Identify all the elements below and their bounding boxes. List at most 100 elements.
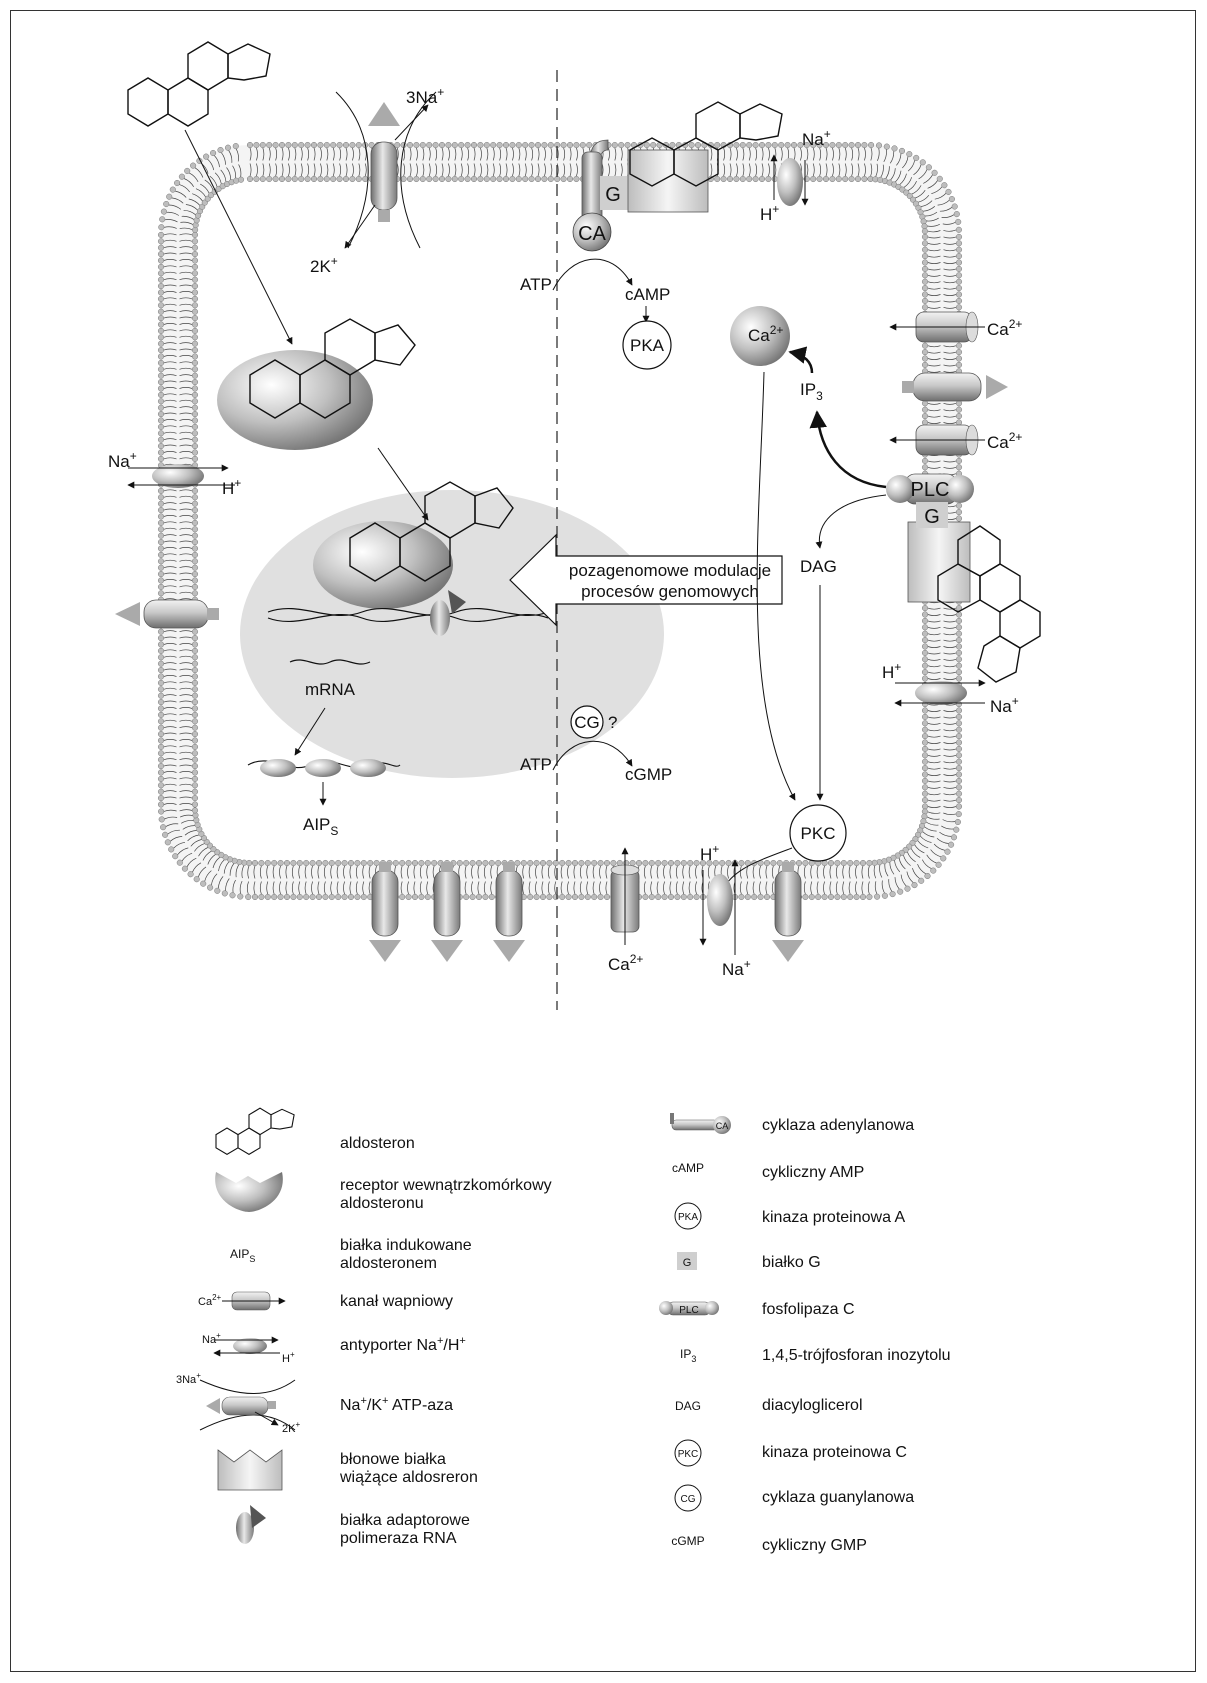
h-label-top: H+ xyxy=(760,202,779,224)
svg-text:3Na+: 3Na+ xyxy=(176,1371,201,1386)
legend-g-icon: G xyxy=(677,1252,697,1270)
legend-calcium-channel-icon: Ca2+ xyxy=(198,1292,285,1310)
ca-label-right-2: Ca2+ xyxy=(987,430,1022,452)
svg-text:CG: CG xyxy=(681,1494,696,1505)
legend-plc-icon: PLC xyxy=(659,1301,719,1316)
atp-label-top: ATP xyxy=(520,275,552,294)
aldosterone-icon xyxy=(128,42,270,126)
svg-text:Ca2+: Ca2+ xyxy=(198,1293,222,1308)
legend-label: antyporter Na+/H+ xyxy=(340,1335,466,1354)
svg-text:Na+: Na+ xyxy=(202,1331,221,1346)
legend-label: diacyloglicerol xyxy=(762,1397,863,1414)
intracellular-receptor-complex xyxy=(217,319,415,450)
svg-text:CA: CA xyxy=(716,1121,729,1131)
legend-label: receptor wewnątrzkomórkowy xyxy=(340,1177,552,1194)
legend-cg-icon: CG xyxy=(675,1485,701,1511)
legend-label: kinaza proteinowa A xyxy=(762,1209,906,1226)
callout-line1: pozagenomowe modulacje xyxy=(569,561,771,580)
legend-label: cykliczny AMP xyxy=(762,1164,864,1181)
h-label-left: H+ xyxy=(222,476,241,498)
svg-text:CA: CA xyxy=(578,223,606,245)
legend-label: 1,4,5-trójfosforan inozytolu xyxy=(762,1347,951,1364)
legend-label: białka adaptorowe xyxy=(340,1512,470,1529)
legend-pkc-icon: PKC xyxy=(675,1440,701,1466)
label-3na: 3Na+ xyxy=(406,85,444,107)
atp-label-bottom: ATP xyxy=(520,755,552,774)
antiporter-left xyxy=(128,464,235,488)
legend-label: białko G xyxy=(762,1254,821,1271)
svg-text:2K+: 2K+ xyxy=(282,1420,300,1435)
legend-ip3-icon: IP3 xyxy=(680,1347,696,1364)
calcium-sphere: Ca2+ xyxy=(730,306,790,366)
svg-text:PKA: PKA xyxy=(678,1212,698,1223)
ip3-label: IP3 xyxy=(800,380,823,403)
calcium-channel-right-2 xyxy=(890,425,985,455)
legend-label: białka indukowane xyxy=(340,1237,472,1254)
legend-aip-icon: AIPS xyxy=(230,1247,255,1264)
legend-label: aldosteronu xyxy=(340,1195,424,1212)
legend-aldosterone-icon xyxy=(216,1108,294,1154)
legend-dag-icon: DAG xyxy=(675,1399,701,1413)
calcium-channel-right-1 xyxy=(890,312,985,342)
legend-right-text: cyklaza adenylanowa cykliczny AMP kinaza… xyxy=(762,1117,951,1554)
plc-enzyme: PLC xyxy=(886,474,974,504)
cg-circle: CG xyxy=(571,706,603,738)
legend-ca-enzyme-icon: CA xyxy=(672,1113,731,1134)
legend-membrane-binding-icon xyxy=(218,1450,282,1490)
legend-label: błonowe białka xyxy=(340,1451,446,1468)
legend-cgmp-icon: cGMP xyxy=(671,1534,704,1548)
legend-pka-icon: PKA xyxy=(675,1203,701,1229)
legend-label: fosfolipaza C xyxy=(762,1301,855,1318)
antiporter-right xyxy=(895,681,985,705)
legend-atpase-icon: 3Na+ 2K+ xyxy=(176,1371,300,1435)
ip3-to-calcium-arrow xyxy=(790,352,812,373)
plc-to-ip3-arrow xyxy=(817,412,886,487)
atp-to-camp-arrow xyxy=(553,259,632,290)
g-protein-right: G xyxy=(916,502,948,528)
legend-label: aldosteronem xyxy=(340,1255,437,1272)
svg-text:H+: H+ xyxy=(282,1350,295,1365)
svg-text:G: G xyxy=(605,184,621,206)
legend-label: cyklaza adenylanowa xyxy=(762,1117,914,1134)
svg-text:PKA: PKA xyxy=(630,336,665,355)
nucleus xyxy=(240,490,664,778)
svg-text:G: G xyxy=(924,506,940,528)
pkc-circle: PKC xyxy=(790,805,846,861)
label-2k: 2K+ xyxy=(310,254,338,276)
na-label-bottom: Na+ xyxy=(722,957,751,979)
callout-line2: procesów genomowych xyxy=(581,582,759,601)
legend-label: kanał wapniowy xyxy=(340,1293,453,1310)
svg-text:PLC: PLC xyxy=(679,1305,698,1316)
legend-label: cykliczny GMP xyxy=(762,1537,867,1554)
legend-label: polimeraza RNA xyxy=(340,1530,457,1547)
camp-label: cAMP xyxy=(625,285,670,304)
ca-label-bottom: Ca2+ xyxy=(608,952,643,974)
na-label-right: Na+ xyxy=(990,694,1019,716)
svg-text:PKC: PKC xyxy=(678,1449,699,1460)
pka-circle: PKA xyxy=(623,321,671,369)
legend-antiporter-icon: Na+ H+ xyxy=(202,1331,295,1365)
plc-to-dag-arrow xyxy=(819,495,886,548)
legend-label: wiążące aldosreron xyxy=(339,1469,478,1486)
svg-text:G: G xyxy=(683,1257,692,1269)
legend-label: Na+/K+ ATP-aza xyxy=(340,1395,453,1414)
pump-right xyxy=(902,373,1008,401)
svg-text:PKC: PKC xyxy=(801,824,836,843)
legend-receptor-icon xyxy=(215,1172,283,1212)
ribosomes xyxy=(248,759,400,777)
legend-label: aldosteron xyxy=(340,1135,415,1152)
ca-label-right-1: Ca2+ xyxy=(987,317,1022,339)
svg-text:CG: CG xyxy=(574,713,600,732)
cgmp-label: cGMP xyxy=(625,765,672,784)
legend-label: kinaza proteinowa C xyxy=(762,1444,907,1461)
aip-label: AIPS xyxy=(303,815,338,838)
dag-label: DAG xyxy=(800,557,837,576)
svg-text:PLC: PLC xyxy=(911,479,950,501)
g-protein-top: G xyxy=(600,176,628,210)
legend-label: cyklaza guanylanowa xyxy=(762,1489,914,1506)
mrna-label: mRNA xyxy=(305,680,356,699)
legend-adaptor-icon xyxy=(236,1505,266,1544)
h-label-right: H+ xyxy=(882,660,901,682)
cg-question: ? xyxy=(608,713,617,732)
